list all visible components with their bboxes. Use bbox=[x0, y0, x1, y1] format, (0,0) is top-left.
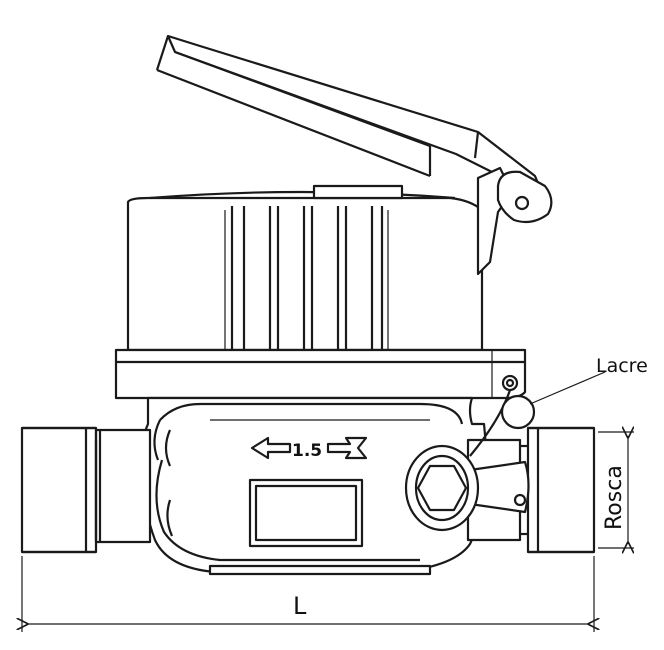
collar-ring bbox=[114, 348, 527, 400]
seal: Lacre bbox=[469, 355, 648, 457]
register-housing bbox=[126, 184, 484, 352]
thread-label: Rosca bbox=[602, 465, 627, 530]
hinged-lid bbox=[155, 34, 553, 276]
register-window bbox=[248, 478, 364, 548]
length-label: L bbox=[293, 592, 307, 620]
thread-dimension: Rosca bbox=[598, 432, 634, 548]
seal-leader-line bbox=[529, 371, 606, 405]
flow-direction-marking: 1.5 bbox=[250, 436, 368, 461]
seal-icon bbox=[500, 394, 536, 430]
housing-ribs bbox=[224, 206, 389, 350]
flow-tail-icon bbox=[326, 436, 368, 460]
length-dimension: L bbox=[22, 556, 594, 632]
thread-right bbox=[520, 426, 596, 554]
thread-left bbox=[20, 426, 98, 554]
hinge-pin-icon bbox=[514, 195, 530, 211]
filter-plug bbox=[404, 444, 530, 532]
flow-arrow-icon bbox=[250, 436, 292, 460]
flow-rate-label: 1.5 bbox=[292, 441, 322, 461]
seal-label: Lacre bbox=[596, 355, 648, 377]
